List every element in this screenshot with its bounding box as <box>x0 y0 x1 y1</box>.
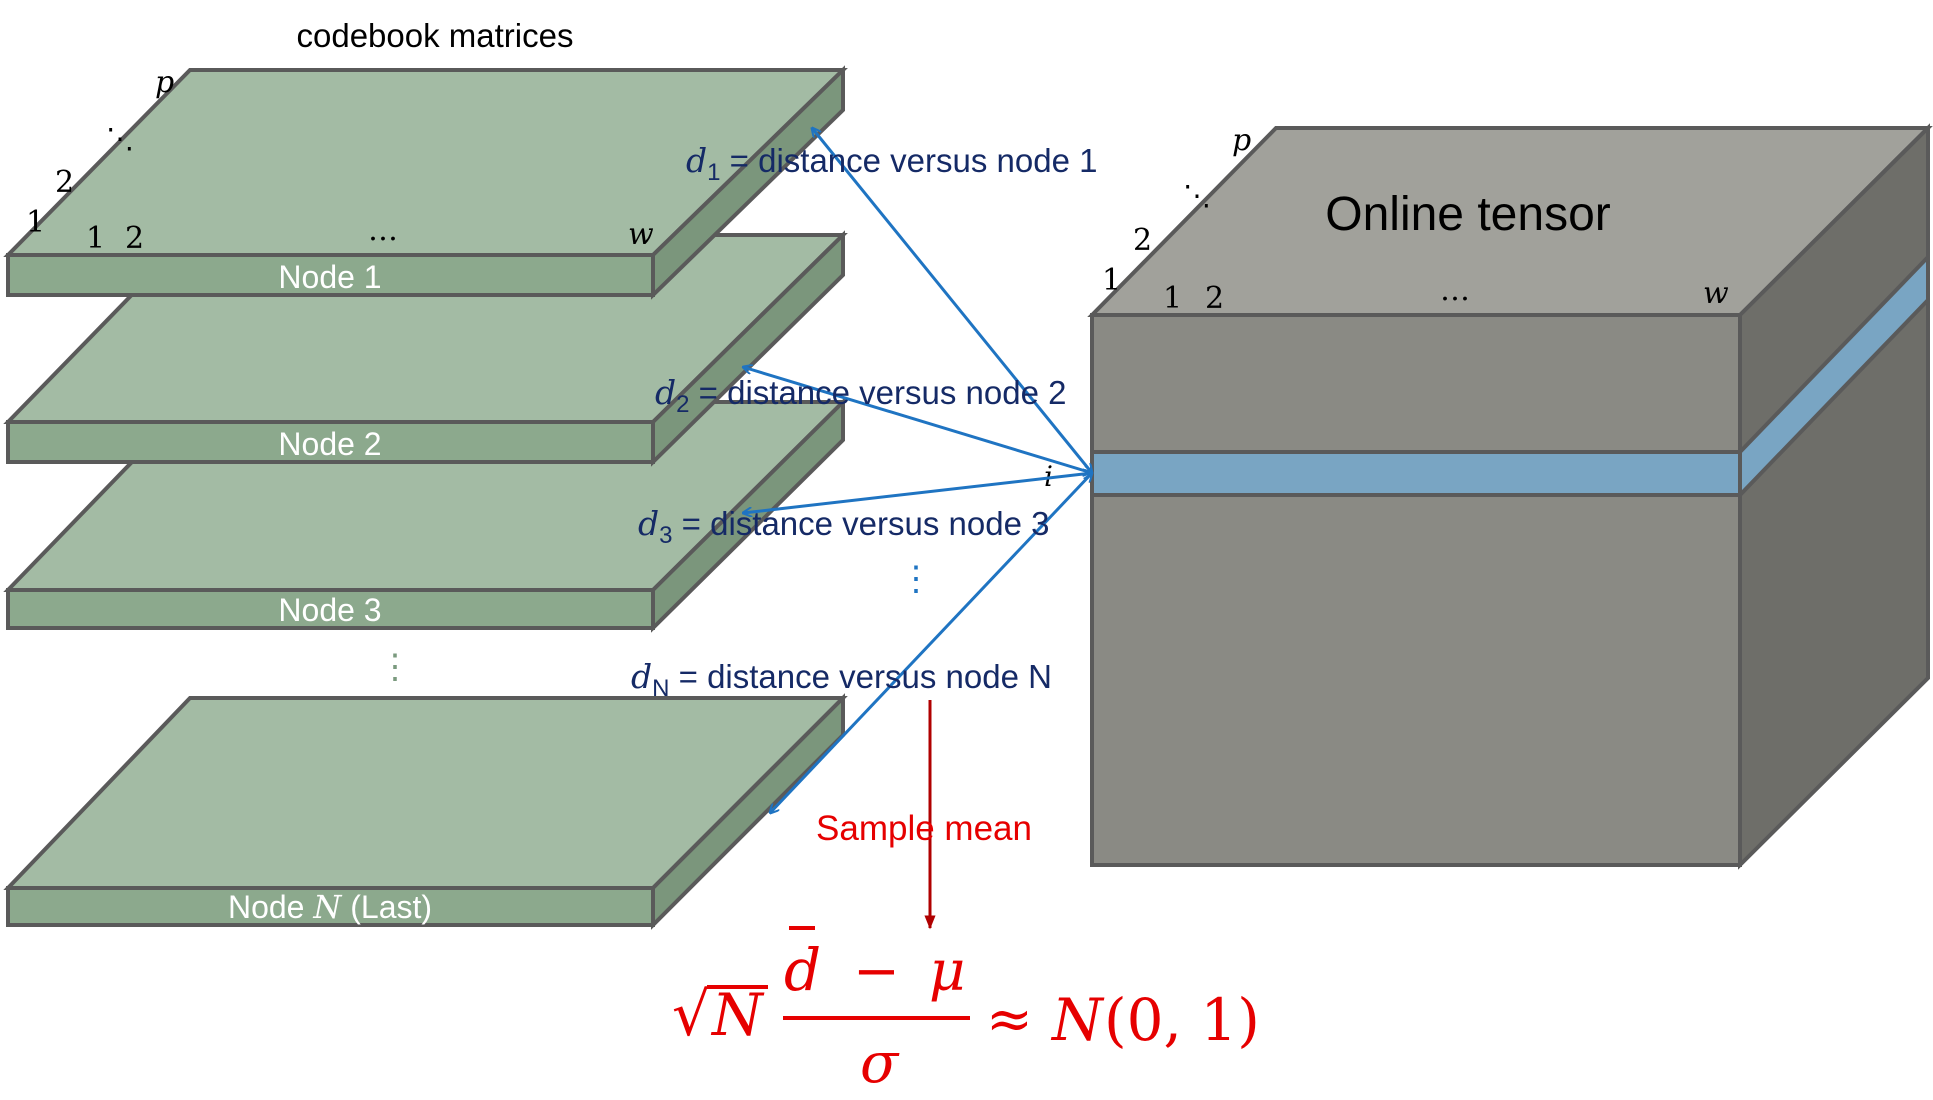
plate-row-1: 1 <box>26 205 45 240</box>
formula-approx: ≈ <box>986 987 1033 1052</box>
arrow-node-last <box>770 473 1092 813</box>
tensor-row-dots: ⋱ <box>1183 179 1211 212</box>
codebook-title: codebook matrices <box>297 17 574 54</box>
tensor-row-p: p <box>1232 123 1251 158</box>
tensor-col-dots: … <box>1440 273 1470 308</box>
tensor-label: Online tensor <box>1325 188 1611 241</box>
formula-mu: μ <box>929 939 965 1004</box>
node-plate-1: Node 1 <box>3 65 848 300</box>
plate-axis-labels: 1 2 ⋱ p 1 2 … w <box>26 65 654 256</box>
formula-sigma: σ <box>860 1031 900 1096</box>
distance-arrows <box>743 128 1092 813</box>
arrow-node-2 <box>743 367 1092 473</box>
plate-col-dots: … <box>368 213 398 248</box>
plate-col-2: 2 <box>125 221 144 256</box>
node-label-3: Node 3 <box>278 592 381 628</box>
formula-minus: − <box>853 939 900 1004</box>
sample-mean-label: Sample mean <box>816 809 1032 848</box>
node-plate-last: Node N (Last) <box>3 693 848 930</box>
plate-row-dots: ⋱ <box>106 122 134 155</box>
tensor-row-1: 1 <box>1102 263 1121 298</box>
formula-sqrt: √ <box>672 980 711 1050</box>
tensor-col-w: w <box>1703 276 1729 311</box>
distance-labels: d1 = distance versus node 1 d2 = distanc… <box>631 141 1097 702</box>
formula-rhs-args: (0, 1) <box>1104 986 1260 1054</box>
plate-row-2: 2 <box>55 165 74 200</box>
formula-sqrt-var: N <box>710 981 765 1049</box>
formula-rhs-var: N <box>1050 986 1105 1054</box>
tensor-col-1: 1 <box>1163 281 1182 316</box>
tensor-slice <box>1090 450 1742 497</box>
node-label-last: Node N (Last) <box>228 888 432 926</box>
tensor-slice-side <box>1738 252 1930 500</box>
node-label-2: Node 2 <box>278 426 381 462</box>
distance-label-2: d2 = distance versus node 2 <box>655 373 1066 418</box>
plate-col-w: w <box>628 217 654 252</box>
distance-ellipsis: ⋮ <box>899 560 933 598</box>
clt-formula: √ N d − μ σ ≈ N (0, 1) <box>672 926 1260 1096</box>
plate-row-p: p <box>155 65 174 100</box>
online-tensor: Online tensor 1 2 ⋱ p 1 2 … w i <box>1044 123 1933 870</box>
distance-label-1: d1 = distance versus node 1 <box>686 141 1097 186</box>
arrow-node-1 <box>812 128 1092 473</box>
node-label-1: Node 1 <box>278 259 381 295</box>
tensor-col-2: 2 <box>1205 281 1224 316</box>
formula-numerator-var: d <box>784 936 821 1004</box>
distance-label-3: d3 = distance versus node 3 <box>638 504 1049 549</box>
node-stack-ellipsis: ⋮ <box>378 648 412 686</box>
distance-label-n: dN = distance versus node N <box>631 657 1052 702</box>
tensor-row-2: 2 <box>1133 223 1152 258</box>
plate-col-1: 1 <box>86 221 105 256</box>
